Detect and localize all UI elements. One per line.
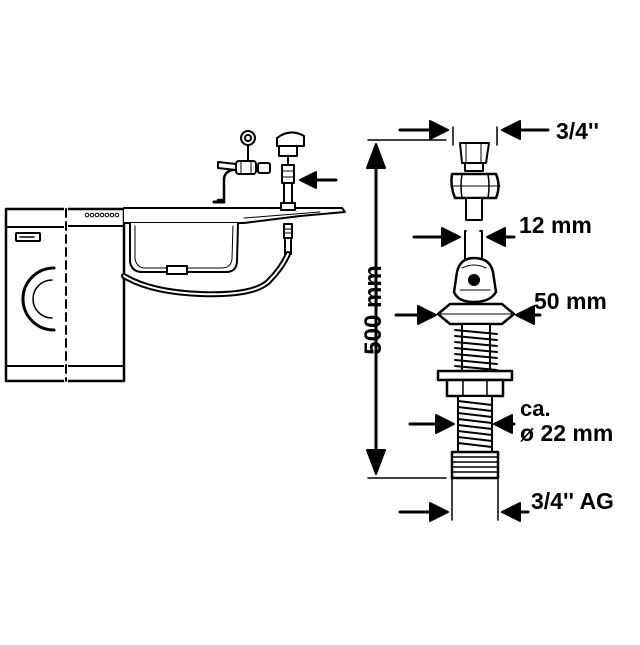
dishwasher xyxy=(64,207,126,383)
total-length-label: 500 mm xyxy=(360,265,387,355)
body-diameter-prefix: ca. xyxy=(520,396,551,421)
bottom-thread-label: 3/4'' AG xyxy=(531,488,614,514)
flange-diameter-label: 50 mm xyxy=(534,288,607,314)
scene-pointer-arrow xyxy=(299,171,338,189)
fitting-part xyxy=(436,126,516,521)
dimension-arrows xyxy=(394,120,550,522)
top-thread-label: 3/4'' xyxy=(556,118,599,144)
pipe-diameter-label: 12 mm xyxy=(519,212,592,238)
valve-assembly xyxy=(276,131,305,255)
washing-machine xyxy=(4,207,68,383)
faucet xyxy=(212,130,271,204)
sink xyxy=(123,207,346,275)
dimension-500mm xyxy=(366,139,447,479)
body-diameter-label: ø 22 mm xyxy=(520,420,614,446)
